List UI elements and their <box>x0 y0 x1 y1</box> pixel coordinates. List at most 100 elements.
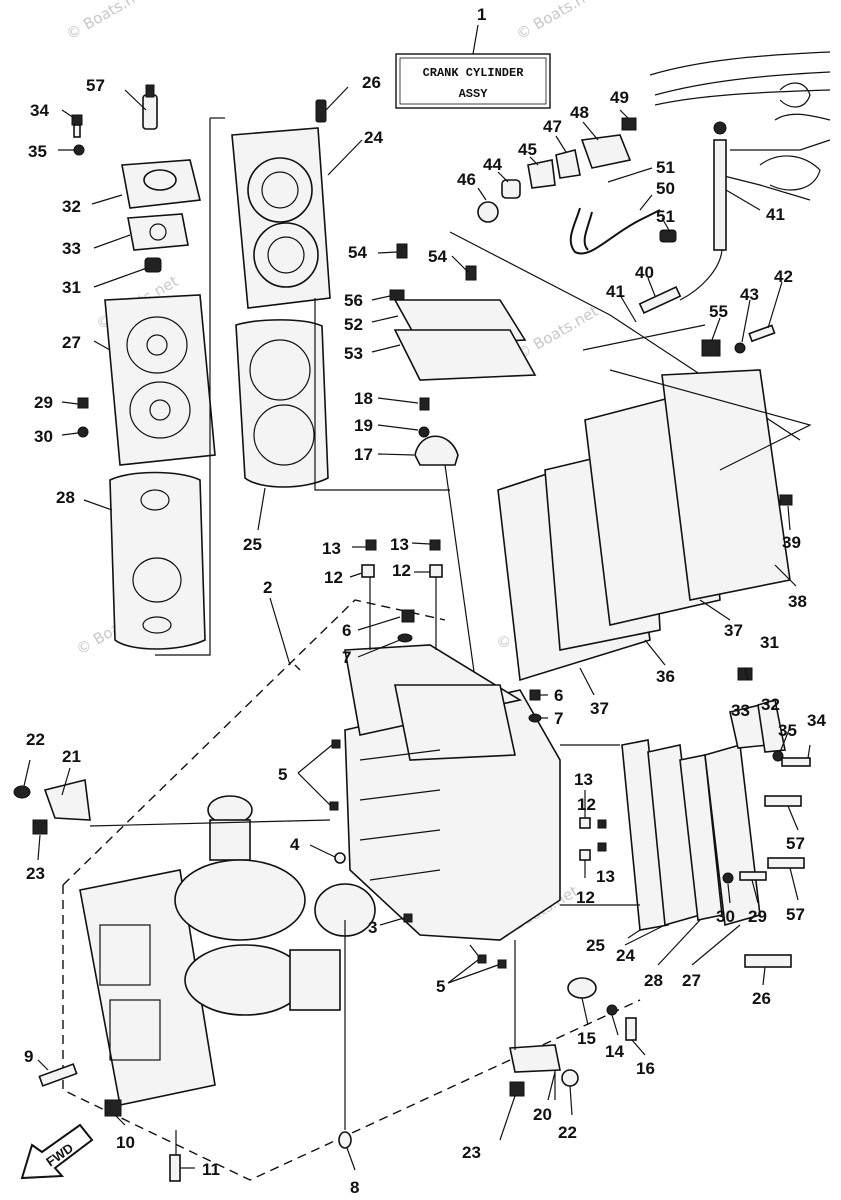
callout-number: 31 <box>62 278 81 297</box>
callout-number: 41 <box>606 282 625 301</box>
callout-number: 14 <box>605 1042 624 1061</box>
callout-number: 9 <box>24 1047 33 1066</box>
callout-number: 38 <box>788 592 807 611</box>
callout-number: 30 <box>34 427 53 446</box>
watermark: © Boats.net <box>513 0 601 43</box>
callout-number: 4 <box>290 835 300 854</box>
callout-number: 50 <box>656 179 675 198</box>
assembly-label-line2: ASSY <box>459 87 489 101</box>
cowling-fragment <box>649 51 831 201</box>
callout-number: 20 <box>533 1105 552 1124</box>
callout-number: 7 <box>554 709 563 728</box>
callout-number: 44 <box>483 155 502 174</box>
callout-number: 23 <box>26 864 45 883</box>
callout-number: 54 <box>428 247 447 266</box>
callout-number: 47 <box>543 117 562 136</box>
crankcase-block <box>62 539 641 1181</box>
callout-number: 43 <box>740 285 759 304</box>
callout-number: 12 <box>392 561 411 580</box>
callout-number: 13 <box>322 539 341 558</box>
callout-number: 32 <box>62 197 81 216</box>
callout-number: 7 <box>342 648 351 667</box>
right-cover-stack <box>469 667 811 1100</box>
callout-number: 13 <box>574 770 593 789</box>
callout-number: 28 <box>644 971 663 990</box>
callout-number: 13 <box>390 535 409 554</box>
callout-number: 33 <box>731 701 750 720</box>
callout-number: 27 <box>62 333 81 352</box>
callout-number: 30 <box>716 907 735 926</box>
leader-lines <box>23 86 811 1171</box>
hose-group <box>449 117 801 441</box>
callout-number: 24 <box>616 946 635 965</box>
callout-number: 36 <box>656 667 675 686</box>
callout-number: 52 <box>344 315 363 334</box>
fwd-arrow: FWD <box>20 1123 94 1180</box>
exhaust-plates <box>497 324 812 682</box>
callout-number: 5 <box>436 977 445 996</box>
callout-number: 37 <box>724 621 743 640</box>
callout-number: 18 <box>354 389 373 408</box>
callout-number: 25 <box>243 535 262 554</box>
callout-number: 22 <box>558 1123 577 1142</box>
callout-number: 46 <box>457 170 476 189</box>
callout-number: 8 <box>350 1178 359 1197</box>
callout-number: 28 <box>56 488 75 507</box>
callout-number: 39 <box>782 533 801 552</box>
callout-number: 42 <box>774 267 793 286</box>
callout-number: 11 <box>202 1160 220 1179</box>
callout-number: 17 <box>354 445 373 464</box>
callout-number: 33 <box>62 239 81 258</box>
callout-number: 13 <box>596 867 615 886</box>
callout-number: 10 <box>116 1133 135 1152</box>
callout-number: 56 <box>344 291 363 310</box>
callout-number: 12 <box>324 568 343 587</box>
cylinder-head <box>231 99 331 488</box>
head-cover-stack <box>71 84 225 656</box>
callout-number: 45 <box>518 140 537 159</box>
callout-number: 57 <box>786 834 805 853</box>
callout-number: 40 <box>635 263 654 282</box>
callout-number: 34 <box>30 101 49 120</box>
callout-number: 3 <box>368 918 377 937</box>
callout-number: 48 <box>570 103 589 122</box>
watermark: © Boats.net <box>63 0 151 43</box>
callout-number: 55 <box>709 302 728 321</box>
callout-number: 35 <box>778 721 797 740</box>
callout-number: 15 <box>577 1029 596 1048</box>
callout-number: 23 <box>462 1143 481 1162</box>
callout-number: 53 <box>344 344 363 363</box>
watermark: © Boats.net <box>513 302 601 363</box>
callout-number: 26 <box>362 73 381 92</box>
crankcase-front <box>13 779 376 1182</box>
callout-number: 26 <box>752 989 771 1008</box>
callout-number: 51 <box>656 207 675 226</box>
callout-number: 16 <box>636 1059 655 1078</box>
callout-number: 34 <box>807 711 826 730</box>
callout-number: 22 <box>26 730 45 749</box>
assembly-label-line1: CRANK CYLINDER <box>423 66 525 80</box>
callout-number: 41 <box>766 205 785 224</box>
callout-number: 1 <box>477 5 486 24</box>
assembly-label: CRANK CYLINDER ASSY <box>395 24 551 109</box>
callout-number: 35 <box>28 142 47 161</box>
callout-number: 54 <box>348 243 367 262</box>
callout-number: 57 <box>786 905 805 924</box>
callout-number: 29 <box>748 907 767 926</box>
callout-number: 5 <box>278 765 287 784</box>
callout-number: 12 <box>577 795 596 814</box>
callout-number: 49 <box>610 88 629 107</box>
callout-number: 57 <box>86 76 105 95</box>
callout-number: 37 <box>590 699 609 718</box>
callout-number: 51 <box>656 158 675 177</box>
callout-number: 32 <box>761 695 780 714</box>
callout-number: 2 <box>263 578 272 597</box>
callout-number: 24 <box>364 128 383 147</box>
callout-number: 6 <box>342 621 351 640</box>
callout-number: 27 <box>682 971 701 990</box>
callout-number: 6 <box>554 686 563 705</box>
callout-number: 19 <box>354 416 373 435</box>
callout-number: 21 <box>62 747 81 766</box>
callouts: 1 26 57 34 35 32 33 31 27 29 30 28 24 25… <box>24 5 826 1197</box>
